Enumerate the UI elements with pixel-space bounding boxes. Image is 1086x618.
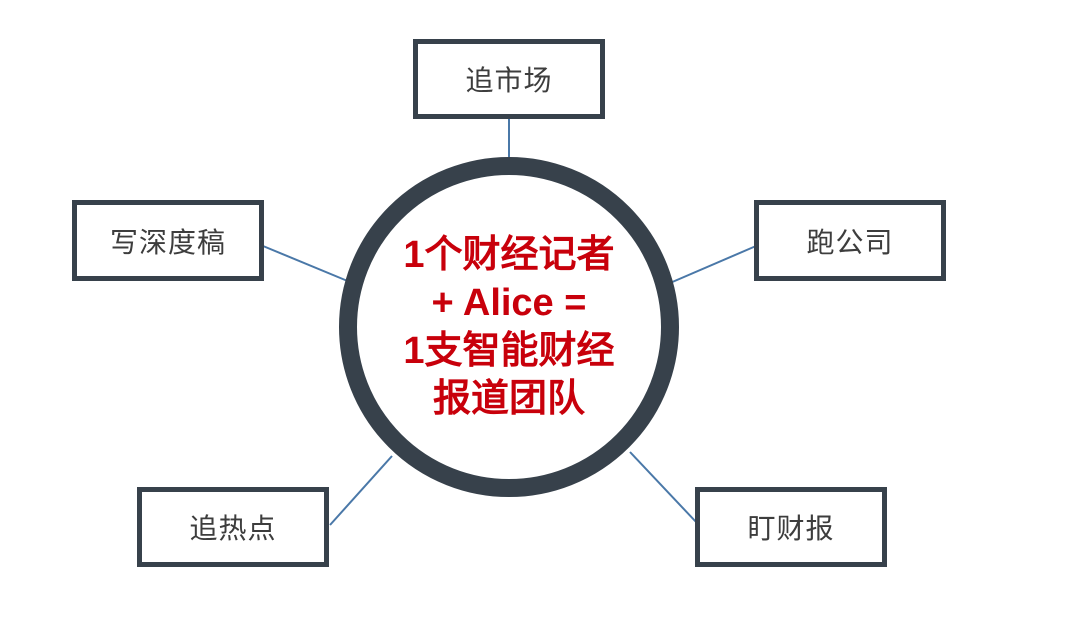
node-top: 追市场 xyxy=(413,39,605,119)
connector-bottom-left xyxy=(329,455,393,526)
node-right: 跑公司 xyxy=(754,200,946,281)
node-top-label: 追市场 xyxy=(465,64,553,97)
node-bottom-left-label: 追热点 xyxy=(189,512,277,545)
connector-right xyxy=(669,245,757,284)
node-left: 写深度稿 xyxy=(72,200,264,281)
connector-left xyxy=(262,245,351,283)
node-bottom-left: 追热点 xyxy=(137,487,329,567)
center-line-1: 1个财经记者 xyxy=(403,234,615,276)
node-right-label: 跑公司 xyxy=(806,225,894,259)
node-bottom-right-label: 盯财报 xyxy=(747,512,835,545)
center-line-4: 报道团队 xyxy=(432,378,585,420)
node-bottom-right: 盯财报 xyxy=(695,487,887,567)
center-line-2: + Alice = xyxy=(431,282,587,324)
center-circle: 1个财经记者 + Alice = 1支智能财经 报道团队 xyxy=(339,157,679,497)
node-left-label: 写深度稿 xyxy=(109,225,226,259)
center-line-3: 1支智能财经 xyxy=(403,330,615,372)
connector-bottom-right xyxy=(629,451,698,524)
